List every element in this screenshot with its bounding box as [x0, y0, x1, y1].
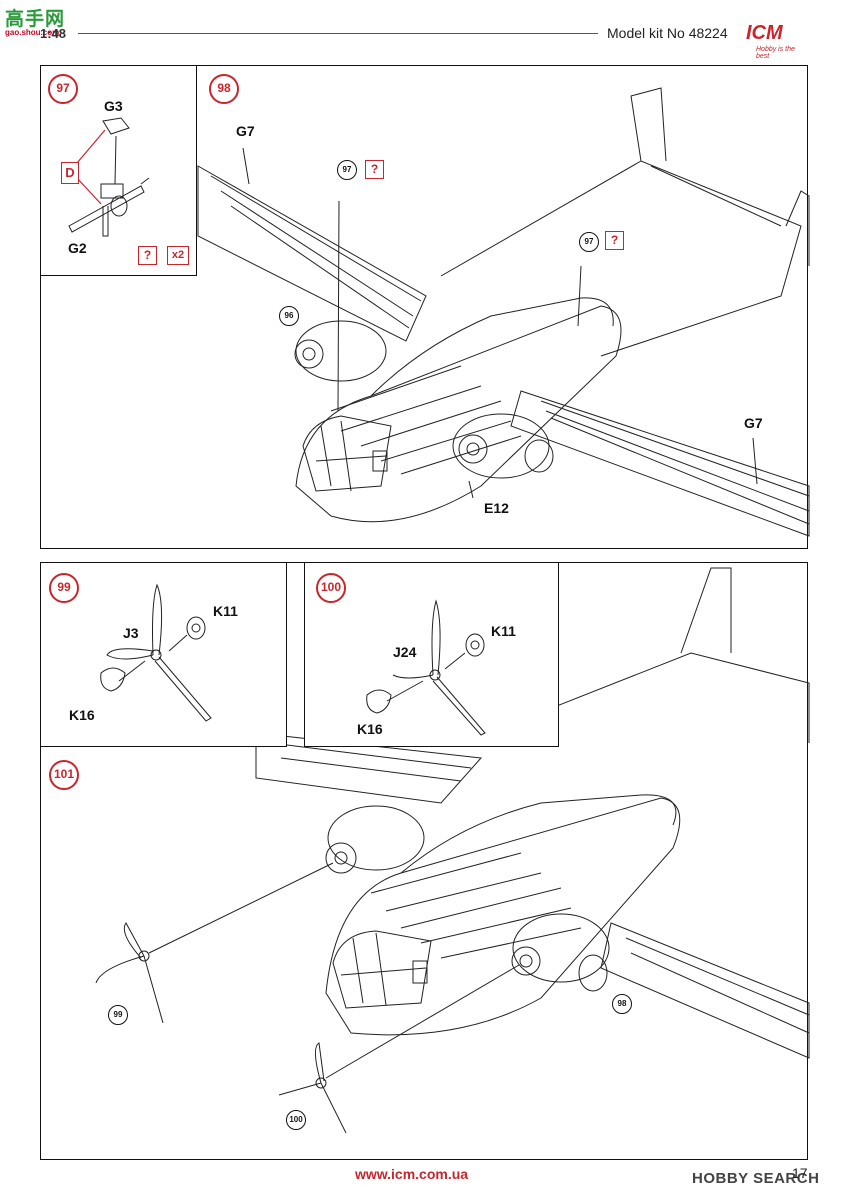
step-97-number: 97 [48, 74, 78, 104]
ref-96: 96 [279, 306, 299, 326]
step-98-number: 98 [209, 74, 239, 104]
brand-logo-text: 高手网 [5, 9, 66, 30]
watermark-text: HOBBY SEARCH [692, 1170, 820, 1187]
part-label-e12: E12 [484, 500, 509, 516]
footer-url: www.icm.com.ua [355, 1166, 469, 1182]
ref-100: 100 [286, 1110, 306, 1130]
brand-logo-sub: gao.shou.com [5, 28, 60, 37]
icm-logo-word: ICM [746, 22, 783, 44]
page-number: 17 [792, 1165, 808, 1181]
machine-gun-illustration [68, 117, 150, 237]
part-label-j24: J24 [393, 644, 417, 660]
multiplier-box: x2 [167, 246, 189, 265]
part-label-g2: G2 [68, 240, 87, 256]
step-100-panel: 100 J24 K11 K16 [304, 562, 559, 747]
step-99-panel: 99 J3 K11 K16 [40, 562, 287, 747]
step-97-panel: 97 G3 D G2 ? x2 [40, 65, 197, 276]
part-label-k11-b: K11 [491, 623, 516, 639]
icm-logo-tagline: Hobby is the best [756, 46, 795, 60]
ref-97-upper: 97 [337, 160, 357, 180]
part-label-k16: K16 [69, 707, 95, 723]
question-box-upper: ? [365, 160, 384, 179]
step-100-number: 100 [316, 573, 346, 603]
aircraft-top-illustration [197, 87, 810, 537]
scale-label: 1:48 [40, 26, 67, 41]
aircraft-bottom-illustration [95, 567, 810, 1134]
ref-98: 98 [612, 994, 632, 1014]
step-99-number: 99 [49, 573, 79, 603]
step-101-number: 101 [49, 760, 79, 790]
ref-97-right: 97 [579, 232, 599, 252]
brand-logo: 高手网 gao.shou.com [5, 4, 75, 38]
option-box-d: D [61, 162, 79, 184]
ref-99: 99 [108, 1005, 128, 1025]
icm-logo: ICM Hobby is the best [738, 22, 810, 60]
part-label-j3: J3 [123, 625, 139, 641]
question-box-right: ? [605, 231, 624, 250]
part-label-g3: G3 [104, 98, 123, 114]
header-divider [78, 33, 598, 34]
part-label-g7-left: G7 [236, 123, 255, 139]
propeller-j24-illustration [366, 599, 486, 736]
part-label-k16-b: K16 [357, 721, 383, 737]
propeller-j3-illustration [100, 583, 212, 722]
kit-number: Model kit No 48224 [607, 25, 728, 41]
part-label-g7-right: G7 [744, 415, 763, 431]
question-box: ? [138, 246, 157, 265]
part-label-k11: K11 [213, 603, 238, 619]
